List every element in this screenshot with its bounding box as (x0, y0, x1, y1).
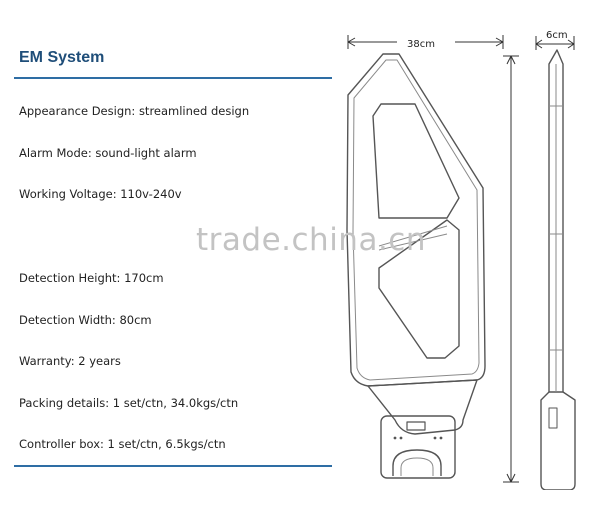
base-mount-inner (400, 457, 434, 476)
spec-controller-box: Controller box: 1 set/ctn, 6.5kgs/ctn (19, 437, 226, 451)
antenna-center-gap (378, 225, 448, 251)
spec-panel: EM System Appearance Design: streamlined… (14, 49, 332, 467)
status-window (406, 421, 426, 431)
spec-detection-height: Detection Height: 170cm (19, 271, 164, 285)
page-title: EM System (19, 49, 105, 66)
spec-warranty: Warranty: 2 years (19, 354, 121, 368)
title-divider (14, 77, 332, 79)
height-dimension (503, 55, 519, 483)
depth-dimension (535, 36, 575, 50)
width-dimension (347, 35, 504, 49)
antenna-lower-loop (378, 219, 460, 359)
indicator-lights (393, 436, 443, 440)
width-dimension-label: 38cm (407, 39, 435, 50)
antenna-outer-frame (346, 53, 486, 387)
side-view-base-slot (548, 407, 558, 429)
side-view-seams (549, 105, 563, 351)
spec-detection-width: Detection Width: 80cm (19, 313, 152, 327)
base-mount-arch (392, 449, 442, 476)
spec-working-voltage: Working Voltage: 110v-240v (19, 187, 182, 201)
controller-box (380, 415, 456, 479)
antenna-upper-loop (372, 103, 460, 219)
spec-appearance: Appearance Design: streamlined design (19, 104, 250, 118)
spec-alarm-mode: Alarm Mode: sound-light alarm (19, 146, 197, 160)
antenna-drawing: 38cm 6cm (346, 30, 576, 490)
watermark: trade.china.cn (196, 222, 426, 258)
antenna-base (367, 379, 478, 435)
spec-packing-details: Packing details: 1 set/ctn, 34.0kgs/ctn (19, 396, 239, 410)
antenna-inner-edge (352, 59, 480, 381)
depth-dimension-label: 6cm (546, 30, 568, 41)
side-view-body (548, 49, 564, 393)
bottom-divider (14, 465, 332, 467)
side-view-base (540, 391, 576, 490)
